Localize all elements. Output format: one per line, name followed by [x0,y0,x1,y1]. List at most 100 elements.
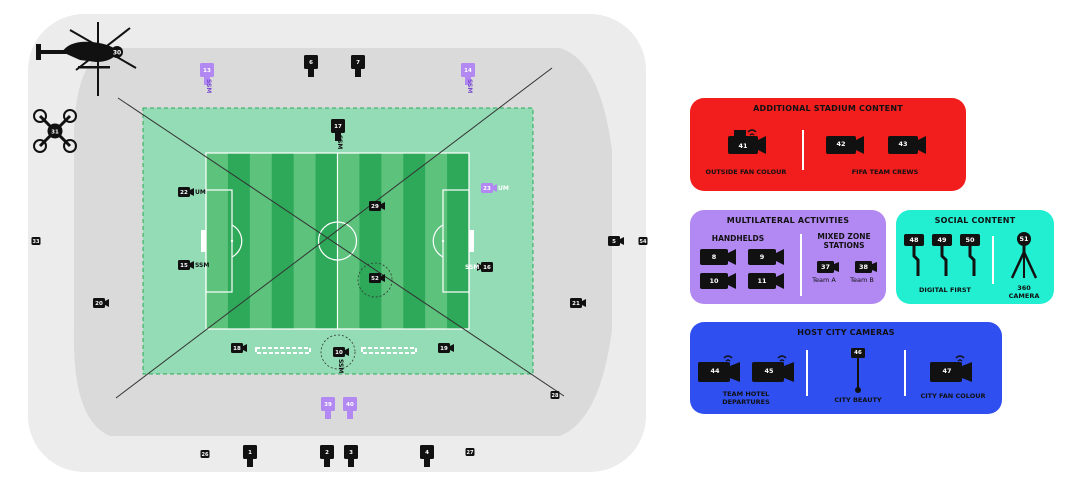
camera-body [178,187,190,197]
camera-body [333,347,345,357]
camera-body [343,397,357,411]
panel-title: ADDITIONAL STADIUM CONTENT [753,104,903,113]
panel-divider [800,234,802,296]
panel-social-content: SOCIAL CONTENT 51 DIGITAL FIRST 360 CAME… [896,210,1054,304]
camera-body [351,55,365,69]
caption-digital-first: DIGITAL FIRST [919,286,971,294]
coverage-line [117,97,565,397]
camera-number: 21 [572,301,580,307]
drone-label: 31 [51,130,59,136]
panel-title: SOCIAL CONTENT [934,216,1016,225]
camera-lens [190,188,194,196]
camera-number: 37 [820,263,831,271]
camera-position-40: 40 [343,397,357,419]
camera-position-4: 4 [420,445,434,467]
camera-number: 43 [898,140,908,148]
pitch-stripe [271,153,295,329]
gimbal-camera-icon: 48 [902,232,928,283]
camera-body [369,273,381,283]
ad-board-left [255,347,311,354]
camera-position-54: 54 [638,237,648,245]
camera-number: 54 [640,239,647,245]
camera-number: 18 [233,346,241,352]
handheld-camera-icon: 8 [698,246,738,273]
pitch-stripe [227,153,251,329]
camera-body [420,445,434,459]
mixed-zone-camera-icon: 38 [854,260,878,279]
camera-lens [582,299,586,307]
camera-position-28: 28 [550,391,560,399]
camera-position-23: 23 UM [481,183,509,193]
camera-position-39: 39 [321,397,335,419]
handhelds-label: HANDHELDS [711,234,765,243]
camera-number: 48 [909,236,919,244]
coverage-line [115,67,553,399]
handheld-camera-icon: 11 [746,270,786,297]
camera-body [369,201,381,211]
camera-body [31,237,41,245]
camera-body [344,445,358,459]
camera-lens [381,202,385,210]
camera-mount [348,459,354,467]
pitch-stripe [293,153,317,329]
camera-body [465,448,475,456]
camera-position-15: 15 SSM [178,260,209,270]
pitch-stripe [403,153,426,329]
helicopter-label: 30 [113,50,121,57]
camera-position-52: 52 [369,273,385,283]
team-a-label: Team A [812,276,836,284]
mixed-zone-camera-icon: 37 [816,260,840,279]
camera-icon [728,129,766,154]
camera-position-27: 27 [465,448,475,456]
camera-tag: UM [195,189,206,196]
camera-number: 23 [483,186,491,192]
camera-body [550,391,560,399]
camera-number: 26 [202,452,209,458]
camera-body [638,237,648,245]
camera-tag: SSM [195,262,209,269]
camera-number: 47 [942,367,952,375]
camera-number: 28 [552,393,559,399]
camera-mount [347,411,353,419]
camera-number: 40 [346,402,354,408]
camera-number: 41 [738,142,748,150]
goal-right [469,230,474,252]
camera-position-5: 5 [608,236,624,246]
camera-mount [424,459,430,467]
camera-number: 2 [325,450,329,456]
camera-number: 7 [356,60,360,66]
camera-position-29: 29 [369,201,385,211]
gimbal-camera-icon: 49 [930,232,956,283]
camera-number: 10 [335,350,343,356]
camera-body [93,298,105,308]
camera-number: 11 [757,277,767,285]
camera-lens [477,263,481,271]
camera-mount [465,77,471,85]
camera-mount [325,411,331,419]
camera-body [331,119,345,133]
camera-number: 8 [711,253,717,261]
camera-number: 15 [180,263,188,269]
camera-icon [752,355,794,382]
caption-team-hotel-departures: TEAM HOTEL DEPARTURES [722,390,770,406]
panel-divider [904,350,906,396]
handheld-camera-icon: 9 [746,246,786,273]
camera-lens [345,348,349,356]
camera-mount [324,459,330,467]
camera-number: 20 [95,301,103,307]
camera-lens [450,344,454,352]
pitch-stripe [315,153,338,329]
camera-body [178,260,190,270]
camera-body [570,298,582,308]
camera-number: 49 [937,236,947,244]
camera-body [200,450,210,458]
camera-position-1: 1 [243,445,257,467]
camera-number: 27 [467,450,474,456]
camera-tag: UM [498,185,509,192]
camera-number: 51 [1019,235,1029,243]
